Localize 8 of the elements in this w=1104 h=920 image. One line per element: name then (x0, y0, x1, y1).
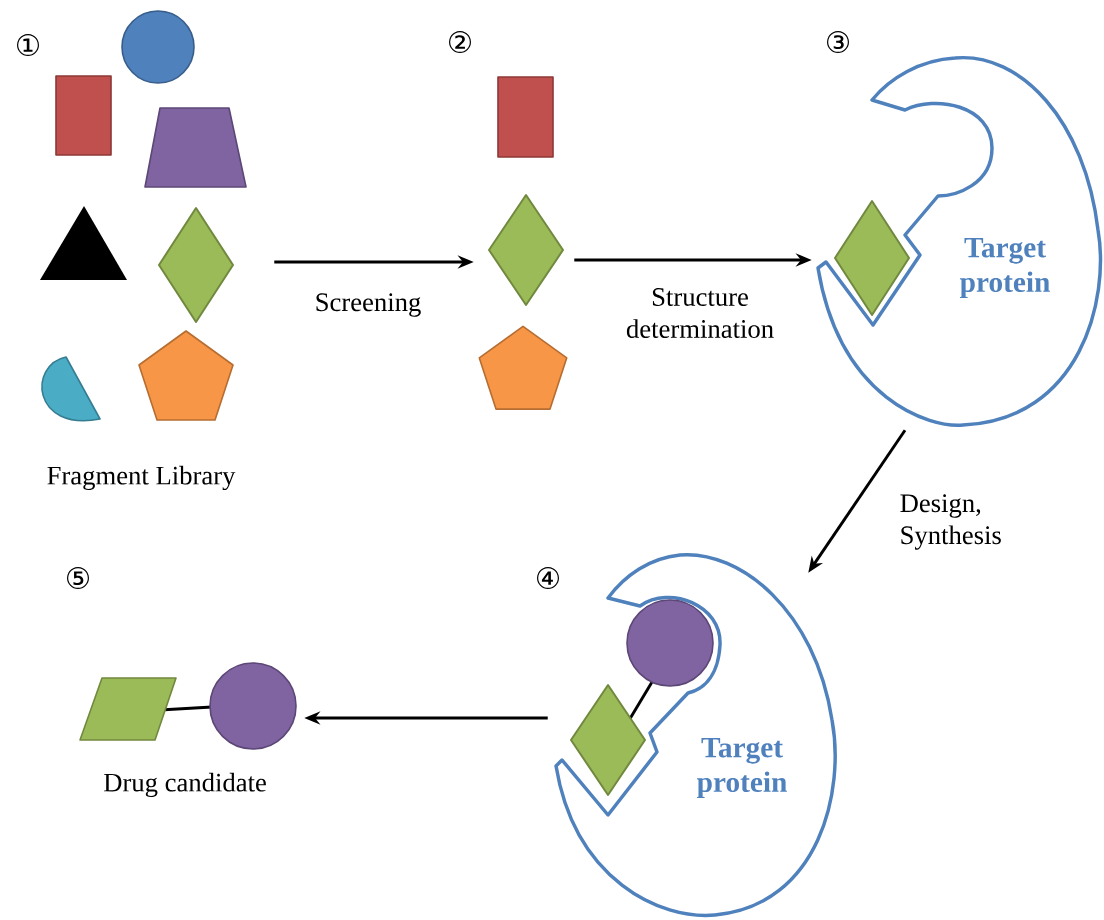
edge-label: Design, Synthesis (900, 494, 1001, 550)
step-number: ⑤ (67, 567, 89, 589)
edge-label: Structure determination (626, 288, 774, 338)
node-label: Fragment Library (47, 465, 236, 491)
node-label: Drug candidate (103, 772, 266, 798)
fragments-drawing (478, 76, 568, 410)
edge-label: Screening (316, 293, 421, 317)
step-number: ② (449, 31, 471, 53)
